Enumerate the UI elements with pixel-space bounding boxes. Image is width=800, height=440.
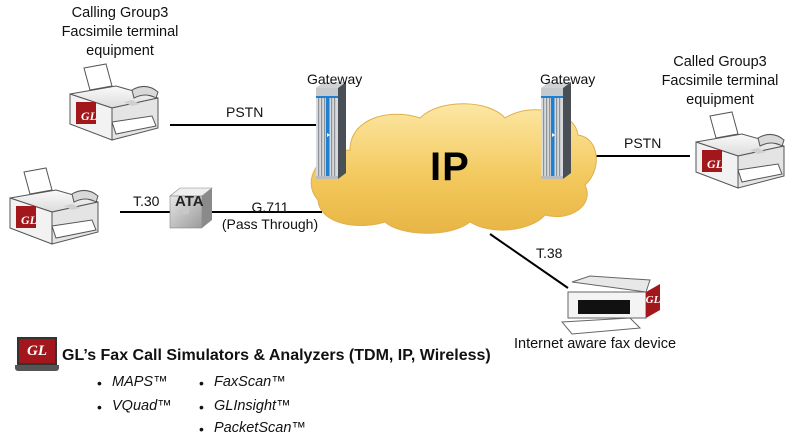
called-fax-icon bbox=[695, 111, 785, 189]
called-fax-label-line: equipment bbox=[686, 92, 754, 108]
bullet: • bbox=[199, 421, 204, 437]
bullet: • bbox=[199, 375, 204, 391]
product-faxscan: FaxScan™ bbox=[214, 374, 286, 390]
product-maps: MAPS™ bbox=[112, 374, 168, 390]
t38-label: T.38 bbox=[536, 245, 563, 261]
gl-badge-analog: GL bbox=[21, 213, 37, 227]
calling-fax-icon bbox=[69, 63, 159, 141]
product-vquad: VQuad™ bbox=[112, 398, 172, 414]
gateway-left-icon bbox=[316, 82, 346, 179]
calling-fax-label-line: Calling Group3 bbox=[71, 5, 169, 21]
product-glinsight: GLInsight™ bbox=[214, 398, 291, 414]
product-packetscan: PacketScan™ bbox=[214, 420, 306, 436]
ata-icon bbox=[169, 187, 213, 229]
g711-label-line: (Pass Through) bbox=[221, 216, 319, 232]
gl-badge-calling: GL bbox=[81, 109, 97, 123]
pstn-left-label: PSTN bbox=[226, 104, 264, 120]
internet-fax-icon bbox=[560, 275, 660, 335]
legend-title: GL’s Fax Call Simulators & Analyzers (TD… bbox=[62, 347, 491, 364]
ip-label: IP bbox=[430, 145, 470, 189]
gl-badge-called: GL bbox=[707, 157, 723, 171]
g711-label-line: G.711 bbox=[251, 199, 289, 215]
gateway-right-label: Gateway bbox=[540, 71, 596, 87]
gl-logo-screen: GL bbox=[17, 337, 57, 365]
gl-laptop-logo: GL bbox=[15, 337, 59, 373]
calling-fax-label-line: equipment bbox=[86, 43, 154, 59]
gateway-right-icon bbox=[541, 82, 571, 179]
called-fax-label-line: Called Group3 bbox=[673, 54, 767, 70]
calling-fax-label-line: Facsimile terminal bbox=[61, 24, 179, 40]
bullet: • bbox=[97, 375, 102, 391]
g711-label: G.711 (Pass Through) bbox=[220, 199, 320, 233]
bullet: • bbox=[199, 399, 204, 415]
pstn-right-label: PSTN bbox=[624, 135, 662, 151]
t30-label: T.30 bbox=[133, 193, 160, 209]
laptop-base bbox=[15, 365, 59, 371]
gateway-left-label: Gateway bbox=[307, 71, 363, 87]
bullet: • bbox=[97, 399, 102, 415]
analog-fax-icon bbox=[9, 167, 99, 245]
ip-cloud bbox=[310, 103, 597, 234]
called-fax-label: Called Group3 Facsimile terminal equipme… bbox=[640, 53, 800, 110]
called-fax-label-line: Facsimile terminal bbox=[661, 73, 779, 89]
ata-label: ATA bbox=[175, 193, 204, 210]
calling-fax-label: Calling Group3 Facsimile terminal equipm… bbox=[20, 4, 220, 61]
t38-line bbox=[489, 233, 569, 289]
internet-fax-label: Internet aware fax device bbox=[514, 336, 677, 352]
gl-badge-internet: GL bbox=[645, 294, 661, 306]
